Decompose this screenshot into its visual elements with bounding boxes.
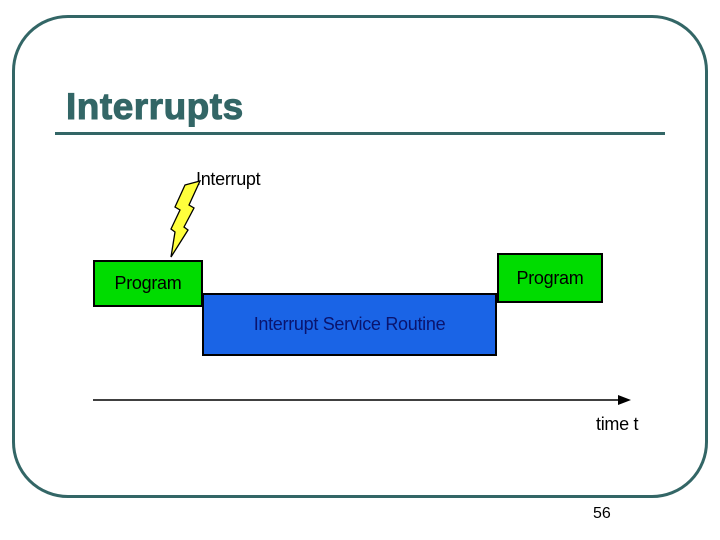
time-axis-arrow (93, 395, 631, 405)
page-number: 56 (593, 505, 611, 522)
program-box-left: Program (93, 260, 203, 307)
slide-border-frame (12, 15, 708, 498)
program-box-left-label: Program (114, 273, 182, 293)
time-axis-label: time t (596, 414, 639, 434)
slide-title: Interrupts (66, 86, 244, 128)
program-box-right: Program (497, 253, 603, 303)
isr-box-label: Interrupt Service Routine (253, 314, 446, 334)
lightning-bolt-icon (170, 180, 202, 258)
interrupt-label: Interrupt (196, 169, 261, 189)
program-box-right-label: Program (516, 267, 584, 288)
title-underline (55, 132, 665, 135)
interrupt-service-routine-box: Interrupt Service Routine (202, 293, 497, 356)
